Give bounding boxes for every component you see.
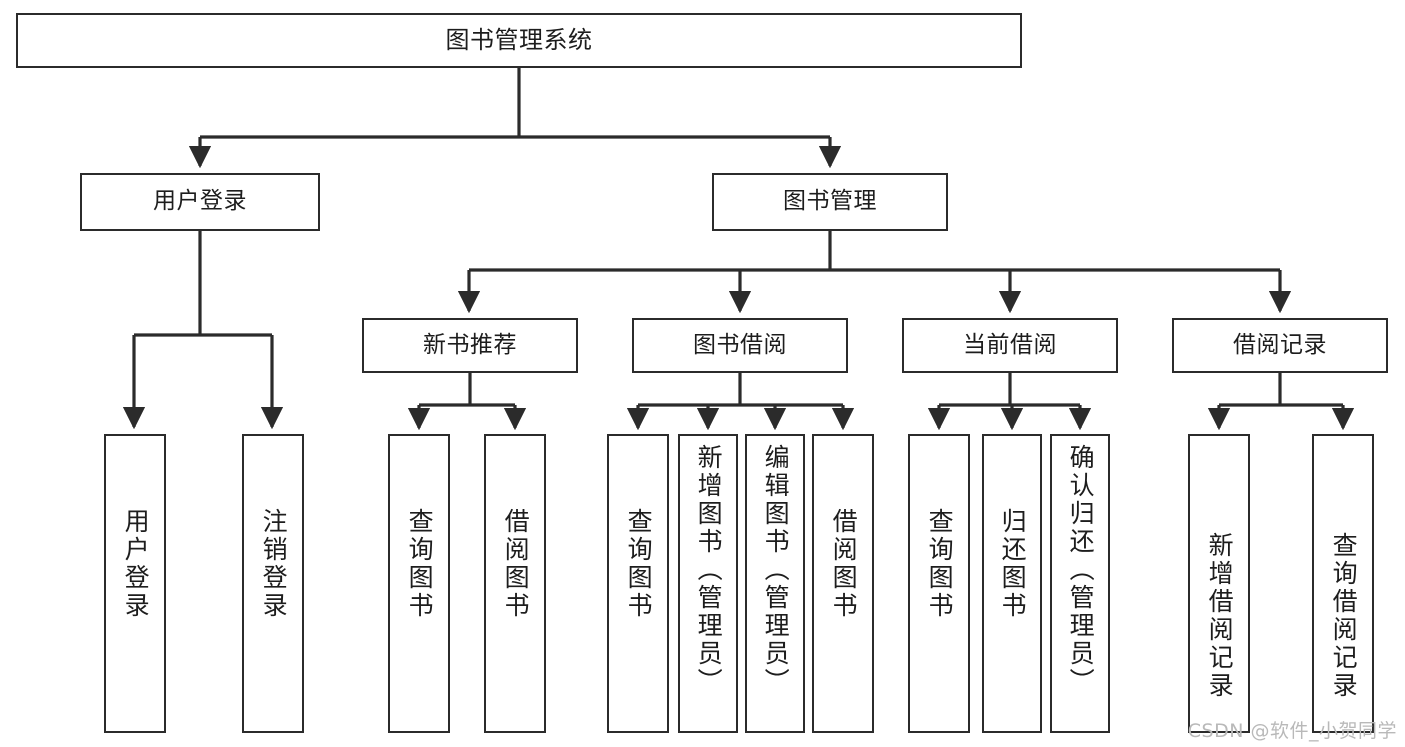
node-leaf-confirm-return[interactable]: 确认归还（管理员）	[1050, 434, 1110, 733]
node-book-borrow[interactable]: 图书借阅	[632, 318, 848, 373]
node-leaf-add-record-label: 新增借阅记录	[1205, 532, 1235, 700]
node-leaf-user-logout[interactable]: 注销登录	[242, 434, 304, 733]
node-leaf-borrow-book-1-label: 借阅图书	[501, 508, 531, 620]
node-new-book-recommend-label: 新书推荐	[423, 331, 517, 358]
node-leaf-return-book[interactable]: 归还图书	[982, 434, 1042, 733]
node-leaf-add-record[interactable]: 新增借阅记录	[1188, 434, 1250, 733]
node-borrow-record-label: 借阅记录	[1233, 331, 1327, 358]
node-book-manage[interactable]: 图书管理	[712, 173, 948, 231]
node-leaf-query-book-2-label: 查询图书	[624, 508, 654, 620]
node-leaf-return-book-label: 归还图书	[998, 508, 1028, 620]
node-leaf-edit-book[interactable]: 编辑图书（管理员）	[745, 434, 805, 733]
node-leaf-query-book-3[interactable]: 查询图书	[908, 434, 970, 733]
node-leaf-edit-book-label: 编辑图书（管理员）	[761, 444, 791, 696]
node-leaf-add-book[interactable]: 新增图书（管理员）	[678, 434, 738, 733]
node-leaf-query-record[interactable]: 查询借阅记录	[1312, 434, 1374, 733]
node-leaf-borrow-book-2-label: 借阅图书	[829, 508, 859, 620]
node-book-manage-label: 图书管理	[783, 188, 877, 215]
node-root-label: 图书管理系统	[445, 26, 593, 55]
node-leaf-add-book-label: 新增图书（管理员）	[694, 444, 724, 696]
node-leaf-borrow-book-2[interactable]: 借阅图书	[812, 434, 874, 733]
node-leaf-query-book-2[interactable]: 查询图书	[607, 434, 669, 733]
node-root[interactable]: 图书管理系统	[16, 13, 1022, 68]
node-leaf-confirm-return-label: 确认归还（管理员）	[1066, 444, 1096, 696]
node-leaf-user-login-label: 用户登录	[121, 508, 151, 620]
node-book-borrow-label: 图书借阅	[693, 331, 787, 358]
node-current-borrow[interactable]: 当前借阅	[902, 318, 1118, 373]
watermark: CSDN @软件_小贺同学	[1187, 720, 1397, 742]
node-leaf-query-book-1-label: 查询图书	[405, 508, 435, 620]
node-leaf-user-login[interactable]: 用户登录	[104, 434, 166, 733]
node-user-login-label: 用户登录	[153, 188, 247, 215]
node-leaf-query-book-1[interactable]: 查询图书	[388, 434, 450, 733]
node-leaf-user-logout-label: 注销登录	[259, 508, 289, 620]
node-user-login[interactable]: 用户登录	[80, 173, 320, 231]
node-borrow-record[interactable]: 借阅记录	[1172, 318, 1388, 373]
node-new-book-recommend[interactable]: 新书推荐	[362, 318, 578, 373]
node-leaf-query-record-label: 查询借阅记录	[1329, 532, 1359, 700]
node-current-borrow-label: 当前借阅	[963, 331, 1057, 358]
node-leaf-borrow-book-1[interactable]: 借阅图书	[484, 434, 546, 733]
node-leaf-query-book-3-label: 查询图书	[925, 508, 955, 620]
